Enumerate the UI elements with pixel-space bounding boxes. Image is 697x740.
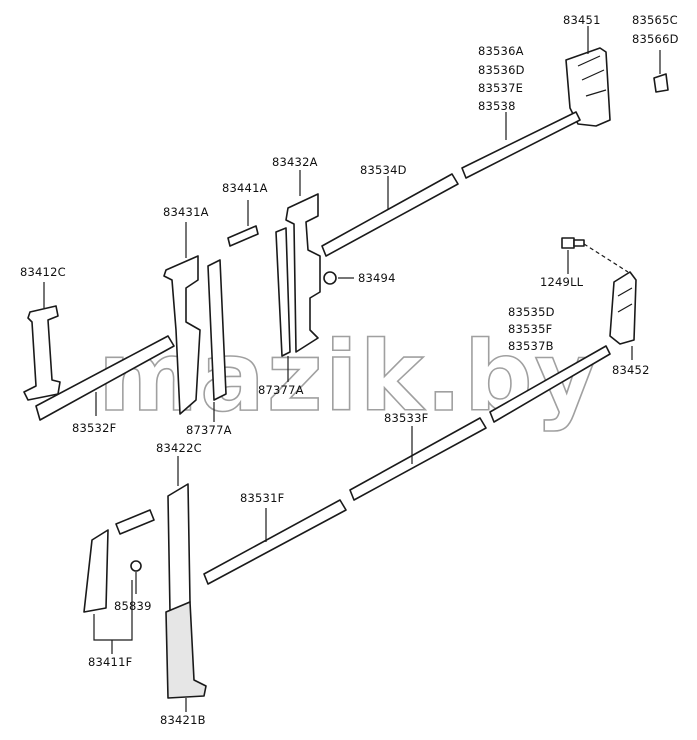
label-83494: 83494 bbox=[358, 271, 396, 285]
part-83494[interactable] bbox=[323, 271, 337, 285]
label-83432A: 83432A bbox=[272, 155, 318, 169]
part-83451[interactable] bbox=[565, 47, 611, 127]
part-83535-strip[interactable] bbox=[489, 345, 611, 423]
label-87377A-upper: 87377A bbox=[258, 383, 304, 397]
part-83533F[interactable] bbox=[349, 417, 487, 501]
label-87377A-lower: 87377A bbox=[186, 423, 232, 437]
label-85839: 85839 bbox=[114, 599, 152, 613]
part-85839[interactable] bbox=[130, 560, 142, 572]
label-83537B: 83537B bbox=[508, 339, 554, 353]
label-83536D: 83536D bbox=[478, 63, 525, 77]
part-83565C[interactable] bbox=[653, 73, 669, 93]
label-83451: 83451 bbox=[563, 13, 601, 27]
part-83422C[interactable] bbox=[165, 483, 207, 699]
label-83441A: 83441A bbox=[222, 181, 268, 195]
part-87377A-lower[interactable] bbox=[207, 259, 227, 401]
part-83534D[interactable] bbox=[321, 173, 459, 257]
part-83432A[interactable] bbox=[285, 193, 321, 353]
part-83538-strip[interactable] bbox=[461, 111, 581, 179]
watermark: mazik.by bbox=[98, 321, 599, 433]
label-83566D: 83566D bbox=[632, 32, 679, 46]
part-83452[interactable] bbox=[609, 271, 637, 345]
label-83535F: 83535F bbox=[508, 322, 552, 336]
label-83534D: 83534D bbox=[360, 163, 407, 177]
label-83422C: 83422C bbox=[156, 441, 202, 455]
label-1249LL: 1249LL bbox=[540, 275, 584, 289]
label-83452: 83452 bbox=[612, 363, 650, 377]
label-83431A: 83431A bbox=[163, 205, 209, 219]
part-83532F[interactable] bbox=[35, 335, 175, 421]
label-83421B: 83421B bbox=[160, 713, 206, 727]
part-83412C[interactable] bbox=[23, 305, 61, 401]
part-83531F[interactable] bbox=[203, 499, 347, 585]
part-87377A-upper[interactable] bbox=[275, 227, 291, 357]
label-83535D: 83535D bbox=[508, 305, 555, 319]
part-83431A[interactable] bbox=[163, 255, 201, 415]
label-83537E: 83537E bbox=[478, 81, 523, 95]
label-83536A: 83536A bbox=[478, 44, 524, 58]
part-83411F[interactable] bbox=[83, 509, 155, 613]
label-83565C: 83565C bbox=[632, 13, 678, 27]
label-83412C: 83412C bbox=[20, 265, 66, 279]
dash-1249LL bbox=[583, 243, 629, 273]
part-83441A[interactable] bbox=[227, 225, 259, 247]
label-83411F: 83411F bbox=[88, 655, 132, 669]
label-83538: 83538 bbox=[478, 99, 516, 113]
label-83533F: 83533F bbox=[384, 411, 428, 425]
leader-83411F bbox=[93, 580, 133, 641]
label-83532F: 83532F bbox=[72, 421, 116, 435]
label-83531F: 83531F bbox=[240, 491, 284, 505]
part-1249LL[interactable] bbox=[561, 237, 585, 249]
